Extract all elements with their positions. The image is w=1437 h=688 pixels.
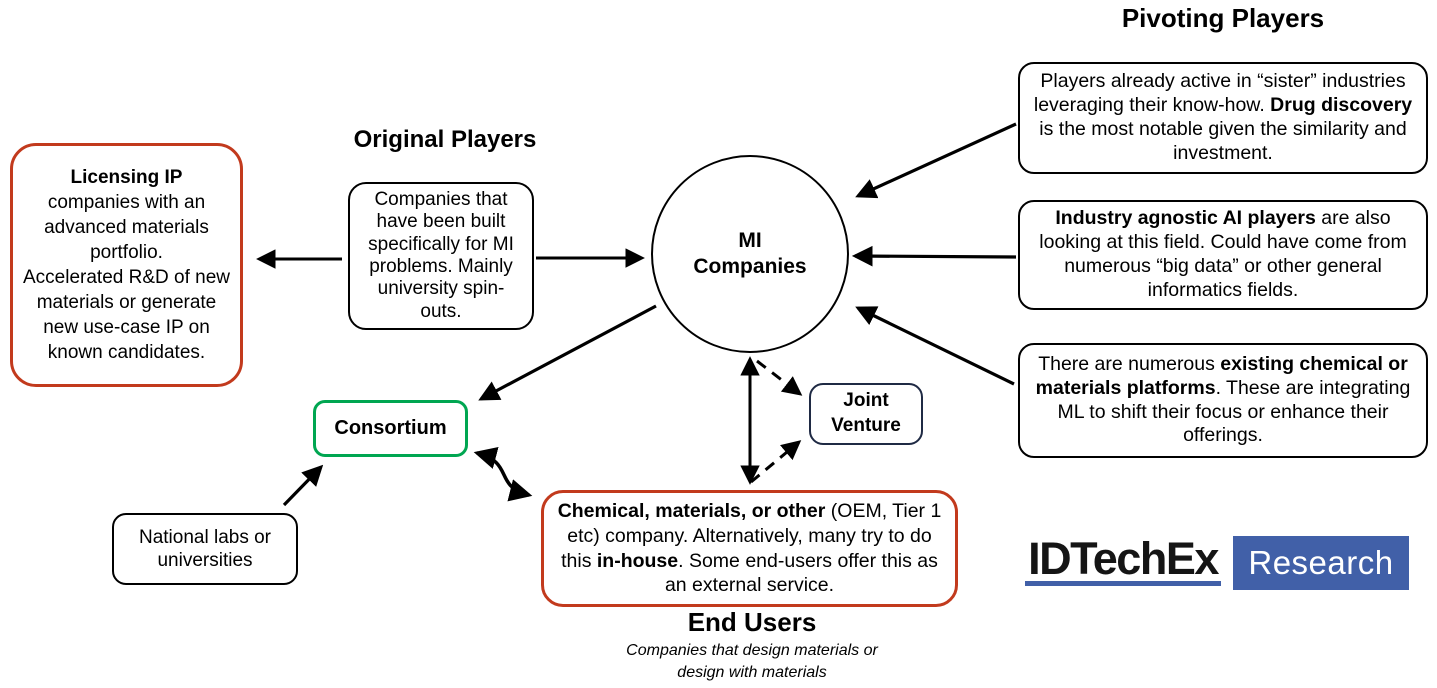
arrow-consortium-endusers-curved bbox=[473, 446, 533, 502]
arrow-ai-to-mi bbox=[851, 245, 1017, 267]
end-users-subtitle: Companies that design materials or desig… bbox=[626, 642, 878, 681]
idtechex-logo-text: IDTechEx bbox=[1028, 533, 1219, 584]
licensing-ip-box: Licensing IP companies with an advanced … bbox=[10, 143, 243, 387]
original-players-box: Companies that have been built specifica… bbox=[348, 182, 534, 330]
mi-companies-node: MI Companies bbox=[651, 155, 849, 353]
national-labs-box: National labs or universities bbox=[112, 513, 298, 585]
end-users-title: End Users bbox=[687, 607, 817, 637]
pivoting-existing-platforms-box: There are numerous existing chemical or … bbox=[1018, 343, 1428, 458]
idtechex-logo-underline bbox=[1025, 581, 1221, 586]
pivoting-players-title: Pivoting Players bbox=[1121, 3, 1325, 33]
arrow-sister-to-mi bbox=[855, 122, 1017, 199]
original-players-title: Original Players bbox=[353, 126, 537, 153]
arrow-nationallabs-to-consortium bbox=[282, 464, 324, 507]
end-users-box: Chemical, materials, or other (OEM, Tier… bbox=[541, 490, 958, 607]
pivoting-ai-players-box: Industry agnostic AI players are also lo… bbox=[1018, 200, 1428, 310]
arrow-platforms-to-mi bbox=[855, 306, 1015, 386]
arrow-mi-to-jv-dashed bbox=[756, 359, 803, 396]
arrow-mi-to-consortium bbox=[478, 304, 657, 401]
idtechex-research-badge: Research bbox=[1233, 536, 1409, 590]
joint-venture-node: Joint Venture bbox=[809, 383, 923, 445]
consortium-node: Consortium bbox=[313, 400, 468, 457]
pivoting-sister-industries-box: Players already active in “sister” indus… bbox=[1018, 62, 1428, 174]
arrow-endusers-to-jv-dashed bbox=[750, 440, 802, 484]
